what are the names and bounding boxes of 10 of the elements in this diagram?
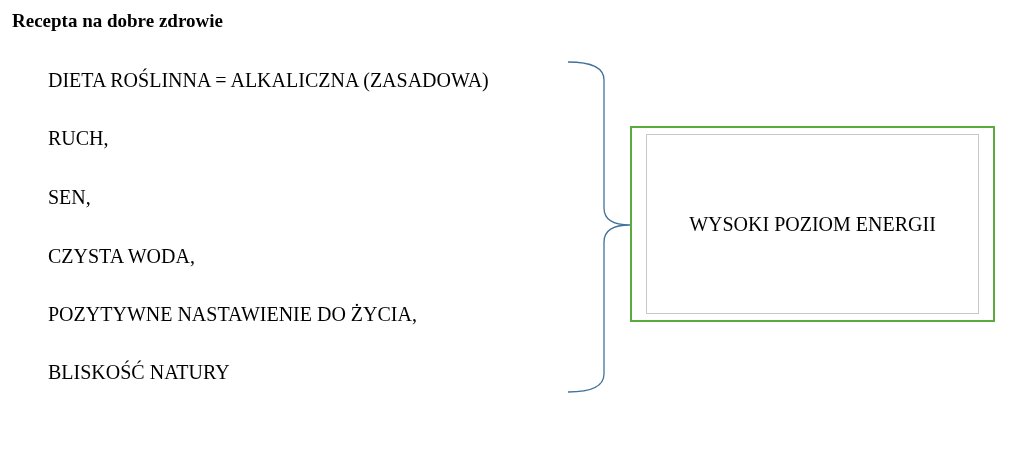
inner-box bbox=[646, 134, 979, 314]
list-item: DIETA ROŚLINNA = ALKALICZNA (ZASADOWA) bbox=[48, 68, 489, 92]
list-item: SEN, bbox=[48, 185, 91, 209]
list-item: CZYSTA WODA, bbox=[48, 244, 195, 268]
outer-box bbox=[630, 126, 995, 322]
node-text: WYSOKI POZIOM ENERGII bbox=[689, 212, 936, 236]
title: Recepta na dobre zdrowie bbox=[12, 10, 223, 32]
list-item: RUCH, bbox=[48, 126, 109, 150]
list-item: POZYTYWNE NASTAWIENIE DO ŻYCIA, bbox=[48, 302, 417, 326]
list-item: BLISKOŚĆ NATURY bbox=[48, 360, 230, 384]
